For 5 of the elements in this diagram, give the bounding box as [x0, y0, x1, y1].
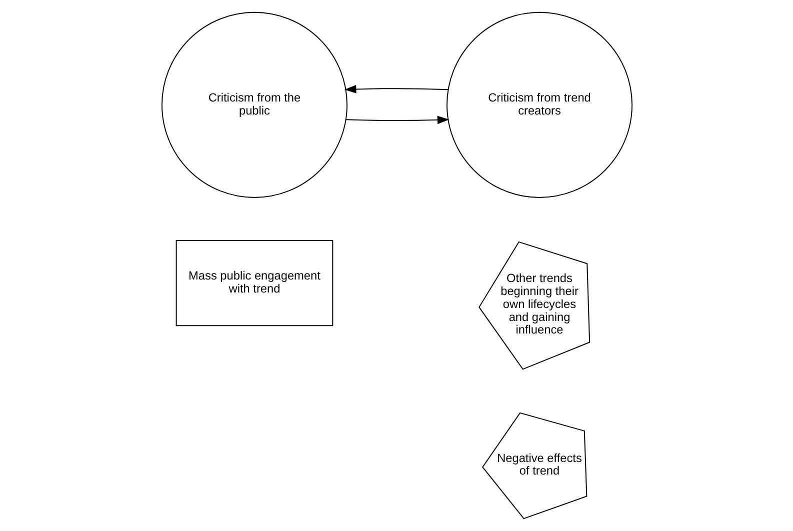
arrow	[344, 85, 448, 94]
node-circle: Criticism from trend creators	[446, 12, 632, 198]
arrow	[345, 116, 449, 124]
node-box: Mass public engagement with trend	[175, 240, 333, 326]
node-circle: Criticism from the public	[160, 12, 348, 198]
